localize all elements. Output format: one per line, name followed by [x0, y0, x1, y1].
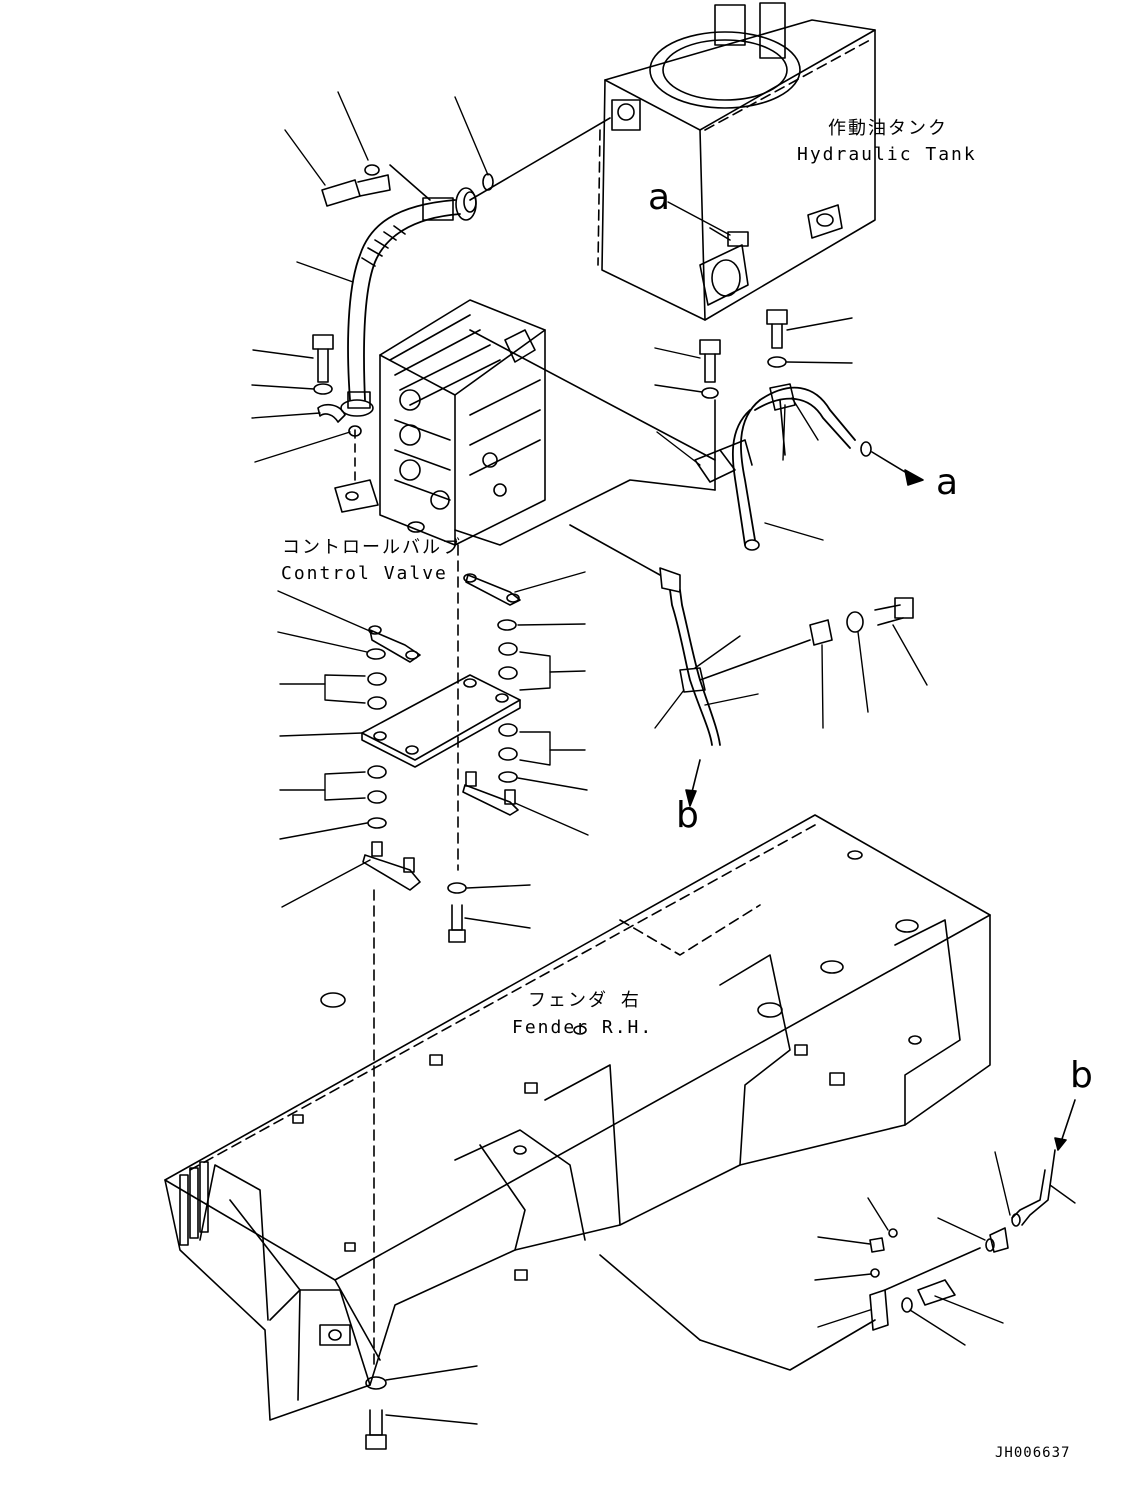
- middle-hose-assembly: [570, 525, 913, 806]
- control-valve: [335, 300, 545, 545]
- marker-a-top: a: [648, 177, 671, 218]
- control-valve-label-en: Control Valve: [281, 563, 448, 584]
- leader-lines: [252, 92, 1075, 1424]
- marker-a-right: a: [936, 462, 959, 503]
- control-valve-label-jp: コントロールバルブ: [282, 537, 462, 558]
- hydraulic-tank: [598, 3, 875, 320]
- fender-label-en: Fender R.H.: [512, 1017, 654, 1038]
- bottom-right-fittings: [600, 1100, 1075, 1370]
- marker-b-middle: b: [676, 795, 699, 836]
- bottom-left-bolt: [366, 1377, 386, 1449]
- valve-mount-hardware: [313, 335, 361, 436]
- right-pipe-assembly: [455, 310, 923, 550]
- hydraulic-tank-label-jp: 作動油タンク: [828, 118, 948, 139]
- hydraulic-tank-label-en: Hydraulic Tank: [797, 144, 977, 165]
- fender-label-jp: フェンダ 右: [528, 990, 641, 1011]
- fender-rh: [165, 815, 990, 1420]
- document-id: JH006637: [995, 1445, 1071, 1461]
- mounting-plate-stack: [362, 545, 520, 1370]
- marker-b-right: b: [1070, 1055, 1093, 1096]
- upper-hose-assembly: [322, 118, 610, 416]
